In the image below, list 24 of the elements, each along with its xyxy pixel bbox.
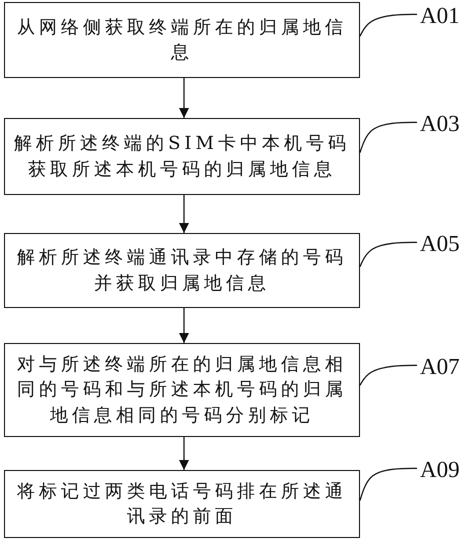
arrow (179, 78, 189, 118)
step-text: 从网络侧获取终端所在的归属地信息 (16, 16, 348, 65)
step-label: A01 (420, 4, 460, 27)
process-box (4, 233, 360, 308)
step-label: A05 (420, 232, 460, 255)
leader-line (359, 122, 417, 153)
step-label: A07 (420, 355, 460, 378)
process-box (4, 118, 360, 195)
leader-line (359, 14, 417, 36)
process-box (4, 343, 360, 437)
step-text: 将标记过两类电话号码排在所述通讯录的前面 (16, 480, 348, 529)
step-label: A09 (420, 458, 460, 481)
step-text: 解析所述终端通讯录中存储的号码并获取归属地信息 (16, 246, 348, 296)
step-text: 对与所述终端所在的归属地信息相同的号码和与所述本机号码的归属地信息相同的号码分别标记 (16, 353, 348, 428)
process-box (4, 2, 360, 78)
arrow (179, 308, 189, 343)
leader-line (359, 242, 417, 267)
leader-line (359, 468, 417, 501)
arrow (179, 437, 189, 470)
step-text: 解析所述终端的SIM卡中本机号码获取所述本机号码的归属地信息 (13, 132, 351, 182)
arrow (179, 195, 189, 233)
step-label: A03 (420, 112, 460, 135)
leader-line (359, 364, 417, 386)
process-box (4, 470, 360, 538)
